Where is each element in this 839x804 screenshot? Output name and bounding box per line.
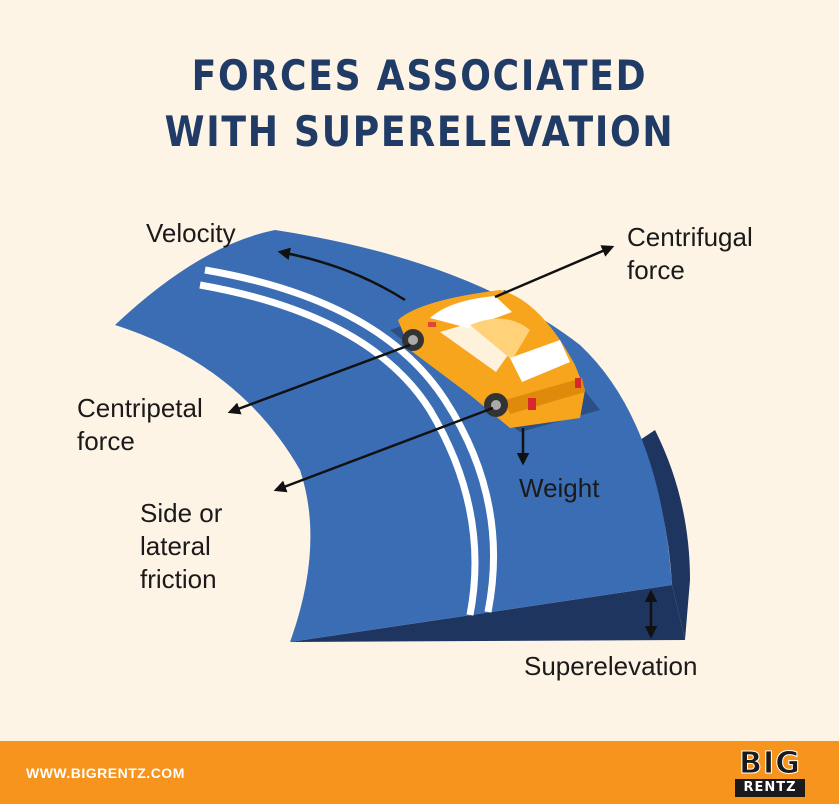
friction-label-line-3: friction — [140, 564, 217, 594]
lane-stripe-inner — [199, 281, 479, 616]
weight-label: Weight — [519, 473, 600, 503]
website-link[interactable]: WWW.BIGRENTZ.COM — [26, 765, 185, 781]
footer-bar: WWW.BIGRENTZ.COM BIG RENTZ — [0, 741, 839, 804]
centripetal-label: Centripetal force — [77, 392, 203, 458]
centrifugal-arrow — [494, 245, 615, 299]
centripetal-arrow — [227, 343, 411, 415]
superelevation-label: Superelevation — [524, 651, 698, 681]
title-line-2: WITH SUPERELEVATION — [164, 107, 675, 156]
road-front-face — [290, 585, 685, 642]
velocity-arrow — [277, 247, 406, 302]
friction-label: Side or lateral friction — [140, 497, 222, 596]
centripetal-label-line-2: force — [77, 426, 135, 456]
friction-label-line-2: lateral — [140, 531, 211, 561]
friction-arrow — [273, 406, 494, 493]
logo-bottom-text: RENTZ — [735, 779, 805, 797]
lane-stripe-outer — [204, 266, 498, 613]
car — [398, 290, 585, 428]
friction-label-line-1: Side or — [140, 498, 223, 528]
centrifugal-label: Centrifugal force — [627, 221, 753, 287]
logo-top-text: BIG — [739, 746, 801, 781]
title-line-1: FORCES ASSOCIATED — [191, 51, 648, 100]
centripetal-label-line-1: Centripetal — [77, 393, 203, 423]
road-side-wall — [640, 430, 690, 640]
velocity-label: Velocity — [146, 218, 236, 248]
centrifugal-label-line-2: force — [627, 255, 685, 285]
bigrentz-logo: BIG RENTZ — [735, 746, 805, 797]
diagram-title: FORCES ASSOCIATED WITH SUPERELEVATION — [59, 48, 781, 160]
centrifugal-label-line-1: Centrifugal — [627, 222, 753, 252]
